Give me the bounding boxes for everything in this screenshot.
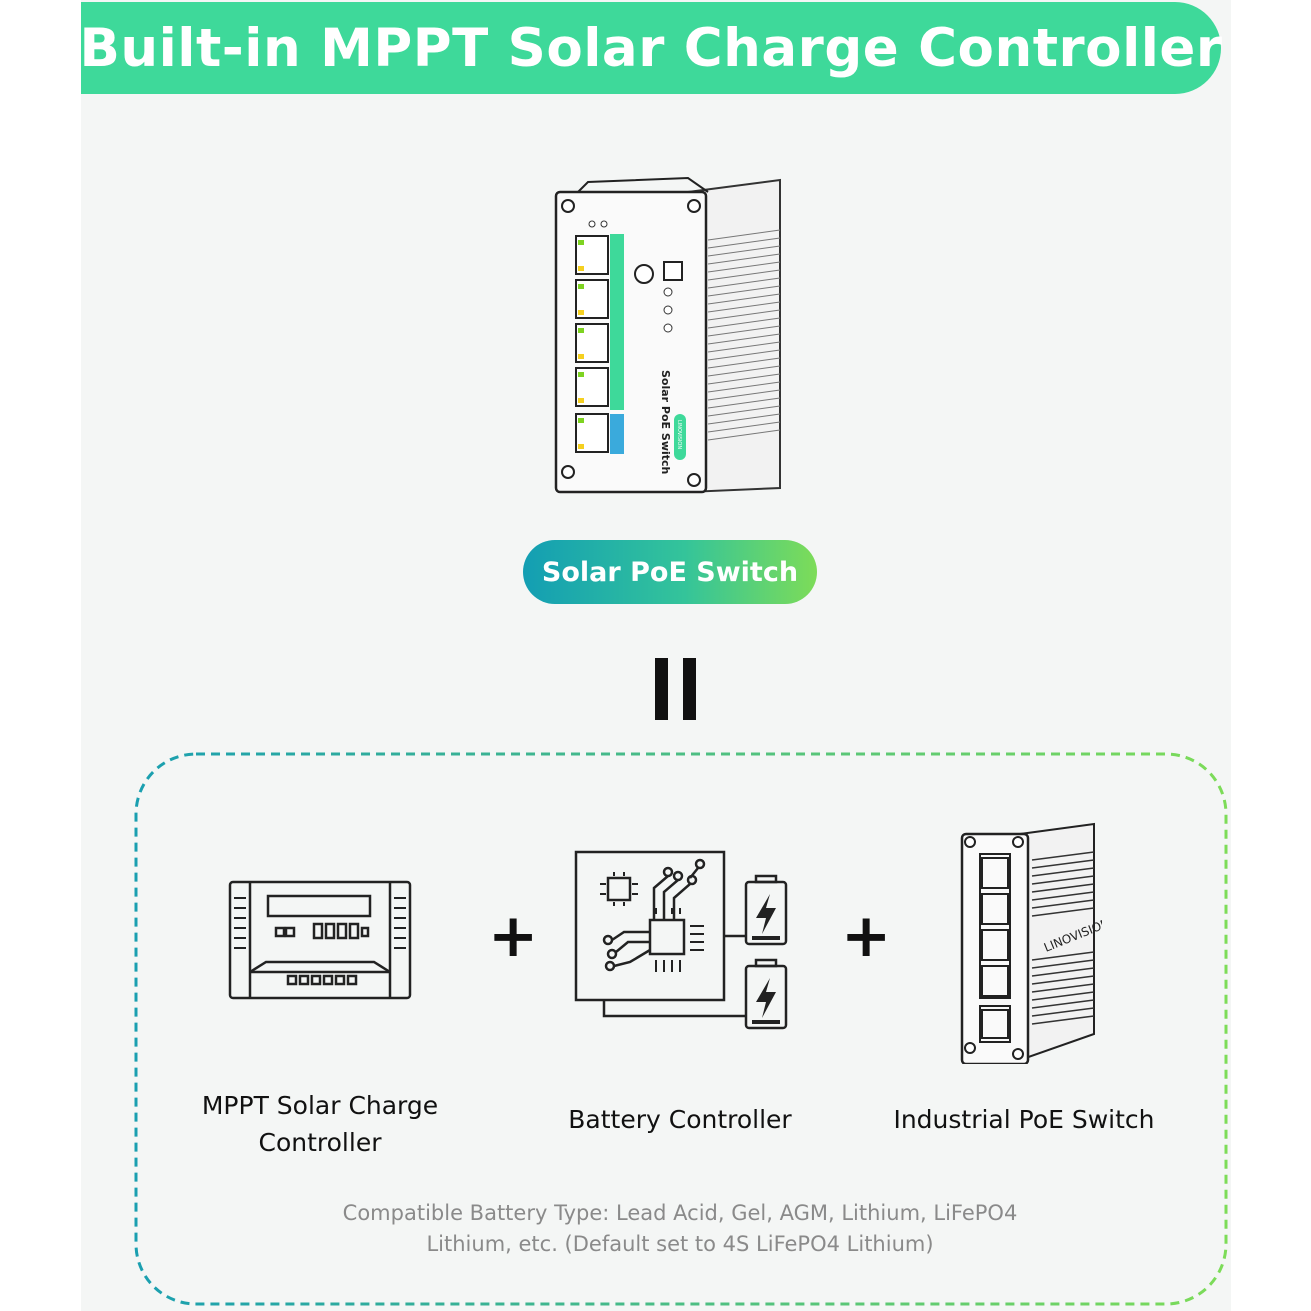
industrial-switch-label: Industrial PoE Switch — [874, 1101, 1174, 1138]
equals-sign-bar — [683, 658, 696, 720]
product-label-pill: Solar PoE Switch — [523, 540, 817, 604]
mppt-label-line: Controller — [258, 1128, 382, 1157]
title-banner: Built-in MPPT Solar Charge Controller — [79, 2, 1223, 94]
product-label: Solar PoE Switch — [541, 556, 799, 588]
mppt-controller-illustration — [226, 878, 414, 1006]
equals-sign-bar — [655, 658, 668, 720]
solar-poe-switch-illustration: Solar PoE Switch LINOVISION — [548, 170, 788, 504]
mppt-label-line: MPPT Solar Charge — [201, 1091, 439, 1120]
solar-poe-switch-icon: Solar PoE Switch LINOVISION — [554, 176, 781, 494]
industrial-poe-switch-icon: LINOVISION — [960, 822, 1112, 1066]
plus-sign: + — [488, 901, 539, 971]
battery-label-line: Battery Controller — [568, 1105, 792, 1134]
industrial-label-line: Industrial PoE Switch — [893, 1105, 1155, 1134]
battery-controller-label: Battery Controller — [530, 1101, 830, 1138]
plus-sign: + — [841, 901, 892, 971]
battery-controller-illustration — [572, 848, 794, 1036]
device-brand-badge: LINOVISION — [676, 420, 682, 449]
battery-controller-icon — [574, 850, 788, 1030]
page-title: Built-in MPPT Solar Charge Controller — [79, 17, 1223, 79]
note-line: Compatible Battery Type: Lead Acid, Gel,… — [342, 1201, 1018, 1225]
note-line: Lithium, etc. (Default set to 4S LiFePO4… — [426, 1232, 934, 1256]
battery-compatibility-note: Compatible Battery Type: Lead Acid, Gel,… — [250, 1198, 1110, 1260]
industrial-poe-switch-illustration: LINOVISION — [958, 820, 1112, 1068]
mppt-controller-icon — [228, 880, 412, 1000]
device-product-text: Solar PoE Switch — [659, 370, 672, 474]
mppt-label: MPPT Solar Charge Controller — [170, 1087, 470, 1161]
components-dashed-box — [134, 752, 1228, 1306]
